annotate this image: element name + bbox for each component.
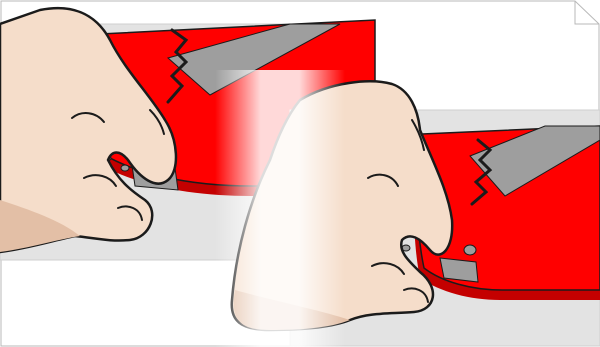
right-hole: [464, 245, 476, 255]
step-transition-fade: [215, 70, 345, 347]
left-hole: [121, 165, 129, 171]
right-tab-slot: [440, 258, 478, 282]
